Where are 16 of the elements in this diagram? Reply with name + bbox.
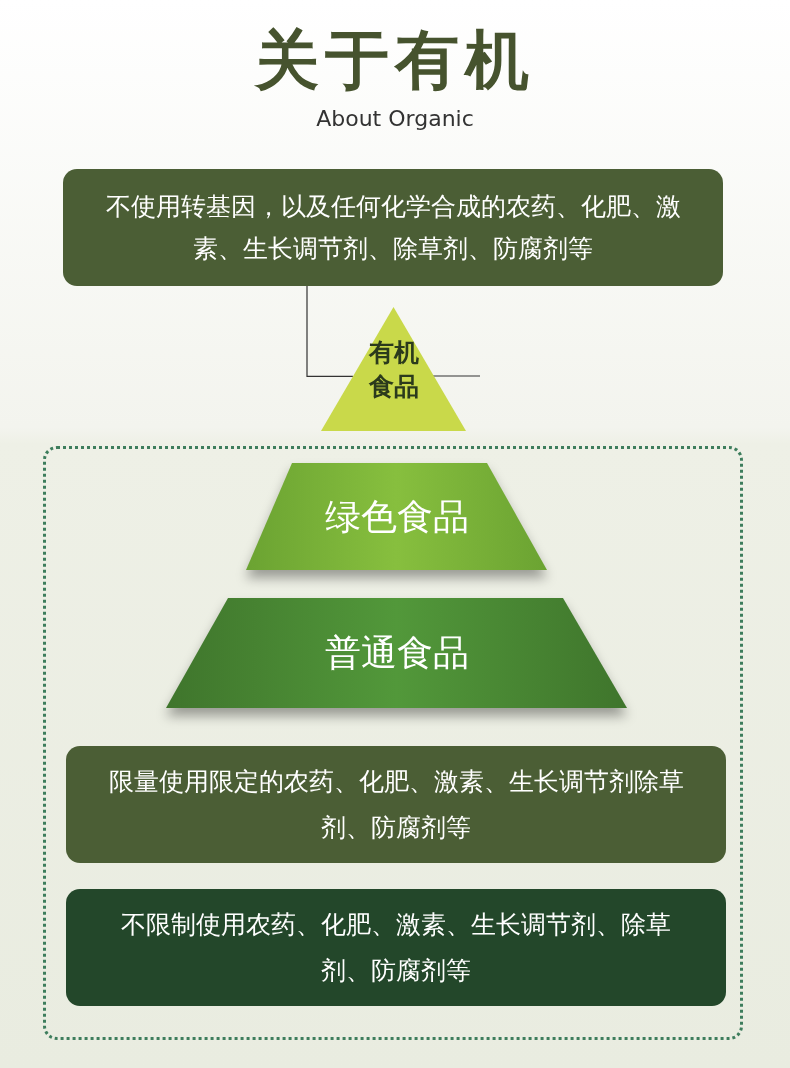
tier-label: 绿色食品	[324, 494, 469, 539]
pyramid-tier	[246, 463, 547, 570]
subtitle: About Organic	[316, 105, 474, 133]
title: 关于有机	[255, 22, 535, 99]
description-card	[63, 169, 723, 286]
tier-label: 普通食品	[324, 631, 469, 675]
pyramid-tier	[166, 598, 627, 708]
dotted-frame	[43, 446, 743, 1040]
leader-line	[306, 285, 354, 378]
tier-label: 有机食品	[367, 337, 420, 403]
description-card	[66, 746, 726, 863]
description-text: 不限制使用农药、化肥、激素、生长调节剂、除草剂、防腐剂等	[120, 908, 672, 987]
description-text: 不使用转基因，以及任何化学合成的农药、化肥、激素、生长调节剂、除草剂、防腐剂等	[104, 190, 682, 265]
description-text: 限量使用限定的农药、化肥、激素、生长调节剂除草剂、防腐剂等	[107, 765, 685, 844]
pyramid-top	[321, 307, 466, 431]
description-card	[66, 889, 726, 1006]
